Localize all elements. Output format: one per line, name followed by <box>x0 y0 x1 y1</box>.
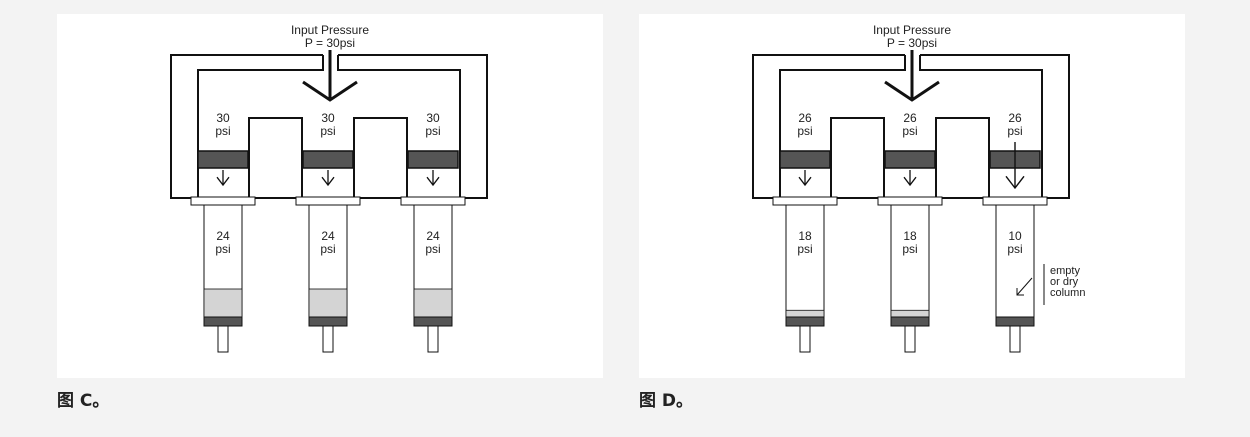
seal-band <box>884 150 936 169</box>
chamber-pressure-unit: psi <box>425 124 440 138</box>
flow-arrow-head <box>1005 175 1025 190</box>
chamber-pressure-unit: psi <box>215 124 230 138</box>
column-frit <box>890 316 930 327</box>
column-frit <box>995 316 1035 327</box>
column-body <box>785 204 825 318</box>
column-outlet-tip <box>427 325 439 353</box>
annotation-pointer <box>1016 277 1033 296</box>
chamber-pressure-unit: psi <box>797 124 812 138</box>
chamber-pressure-value: 30 <box>426 111 440 125</box>
column-flange <box>295 196 361 206</box>
column-liquid <box>308 288 348 318</box>
column-flange <box>877 196 943 206</box>
column-flange <box>400 196 466 206</box>
chamber-pressure-value: 30 <box>321 111 335 125</box>
column-frit <box>413 316 453 327</box>
seal-band <box>197 150 249 169</box>
input-arrow-head <box>302 80 358 102</box>
column-frit <box>785 316 825 327</box>
column-outlet-tip <box>799 325 811 353</box>
chamber-pressure-value: 26 <box>798 111 812 125</box>
seal-band <box>407 150 459 169</box>
chamber-pressure-unit: psi <box>902 124 917 138</box>
chamber-pressure-value: 26 <box>1008 111 1022 125</box>
column-pressure-value: 24 <box>216 229 230 243</box>
column-flange <box>772 196 838 206</box>
column-pressure-unit: psi <box>320 242 335 256</box>
column-pressure-unit: psi <box>797 242 812 256</box>
column-pressure-unit: psi <box>902 242 917 256</box>
input-pressure-title: Input Pressure <box>873 23 951 37</box>
figure-d-caption: 图 D。 <box>639 391 694 411</box>
seal-band <box>302 150 354 169</box>
figure-c-caption: 图 C。 <box>57 391 110 411</box>
column-pressure-unit: psi <box>1007 242 1022 256</box>
input-pressure-title: Input Pressure <box>291 23 369 37</box>
column-pressure-value: 18 <box>903 229 917 243</box>
column-flange <box>982 196 1048 206</box>
column-pressure-unit: psi <box>215 242 230 256</box>
dry-column-annotation-line: or dry <box>1050 276 1079 288</box>
chamber-pressure-unit: psi <box>320 124 335 138</box>
input-arrow-head <box>884 80 940 102</box>
chamber-pressure-unit: psi <box>1007 124 1022 138</box>
annotation-pointer-head <box>1016 288 1024 296</box>
column-outlet-tip <box>904 325 916 353</box>
column-pressure-unit: psi <box>425 242 440 256</box>
flow-arrow-head <box>426 176 440 187</box>
chamber-pressure-value: 26 <box>903 111 917 125</box>
column-outlet-tip <box>322 325 334 353</box>
column-liquid <box>413 288 453 318</box>
column-outlet-tip <box>1009 325 1021 353</box>
column-pressure-value: 24 <box>426 229 440 243</box>
column-liquid <box>203 288 243 318</box>
input-pressure-value: P = 30psi <box>305 36 355 50</box>
chamber-pressure-value: 30 <box>216 111 230 125</box>
column-frit <box>308 316 348 327</box>
dry-column-annotation-line: column <box>1050 287 1085 299</box>
dry-column-annotation-line: empty <box>1050 265 1080 277</box>
column-outlet-tip <box>217 325 229 353</box>
input-pressure-value: P = 30psi <box>887 36 937 50</box>
column-pressure-value: 10 <box>1008 229 1022 243</box>
column-flange <box>190 196 256 206</box>
column-liquid <box>785 309 825 318</box>
column-body <box>890 204 930 318</box>
flow-arrow-head <box>798 176 812 187</box>
column-frit <box>203 316 243 327</box>
manifold-inner-wall <box>197 55 461 198</box>
column-pressure-value: 24 <box>321 229 335 243</box>
column-pressure-value: 18 <box>798 229 812 243</box>
seal-band <box>779 150 831 169</box>
manifold-inner-wall <box>779 55 1043 198</box>
flow-arrow-head <box>903 176 917 187</box>
flow-arrow-head <box>216 176 230 187</box>
flow-arrow-head <box>321 176 335 187</box>
column-liquid <box>890 309 930 318</box>
column-body <box>995 204 1035 318</box>
